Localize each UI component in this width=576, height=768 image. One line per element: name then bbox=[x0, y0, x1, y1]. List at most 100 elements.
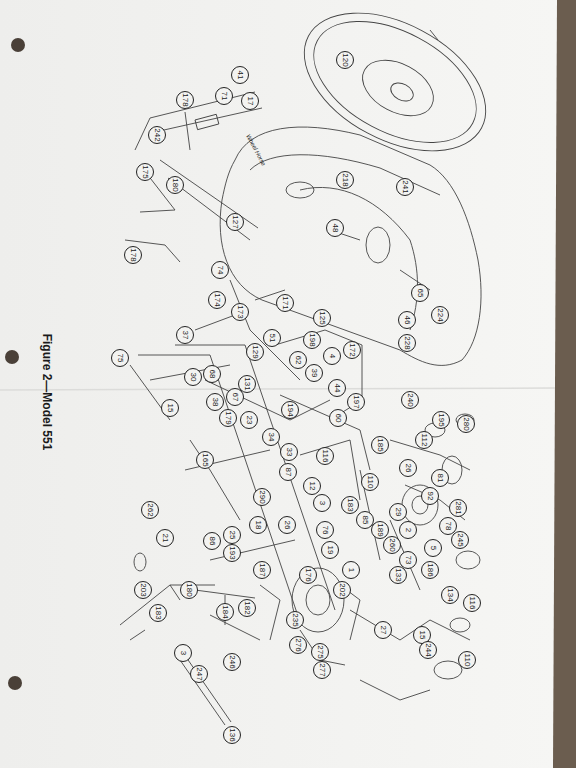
callout-number: 87 bbox=[279, 463, 297, 481]
callout-number: 12 bbox=[303, 477, 321, 495]
callout-number: 3 bbox=[313, 494, 331, 512]
callout-number: 4 bbox=[323, 347, 341, 365]
callout-number: 15 bbox=[161, 399, 179, 417]
callout-number: 183 bbox=[341, 496, 359, 514]
callout-number: 74 bbox=[211, 261, 229, 279]
tractor-drawing bbox=[120, 0, 509, 725]
callout-number: 178 bbox=[176, 91, 194, 109]
callout-number: 3 bbox=[174, 644, 192, 662]
callout-number: 23 bbox=[240, 411, 258, 429]
callout-number: 182 bbox=[238, 599, 256, 617]
callout-number: 30 bbox=[184, 368, 202, 386]
callout-number: 194 bbox=[281, 401, 299, 419]
callout-number: 198 bbox=[303, 331, 321, 349]
callout-number: 184 bbox=[216, 603, 234, 621]
callout-number: 244 bbox=[419, 641, 437, 659]
callout-number: 180 bbox=[166, 176, 184, 194]
callout-number: 18 bbox=[249, 516, 267, 534]
callout-number: 203 bbox=[134, 581, 152, 599]
callout-number: 116 bbox=[316, 447, 334, 465]
callout-number: 228 bbox=[398, 334, 416, 352]
callout-number: 116 bbox=[463, 594, 481, 612]
callout-number: 133 bbox=[389, 566, 407, 584]
callout-number: 92 bbox=[421, 487, 439, 505]
callout-number: 81 bbox=[431, 469, 449, 487]
callout-number: 224 bbox=[431, 306, 449, 324]
callout-number: 86 bbox=[203, 532, 221, 550]
callout-number: 134 bbox=[441, 586, 459, 604]
callout-number: 176 bbox=[299, 566, 317, 584]
callout-number: 19 bbox=[321, 541, 339, 559]
callout-number: 276 bbox=[289, 636, 307, 654]
callout-number: 25 bbox=[223, 526, 241, 544]
callout-number: 187 bbox=[253, 561, 271, 579]
callout-number: 189 bbox=[371, 521, 389, 539]
callout-number: 262 bbox=[141, 501, 159, 519]
fold-crease bbox=[0, 388, 555, 390]
callout-number: 186 bbox=[421, 561, 439, 579]
callout-number: 185 bbox=[371, 436, 389, 454]
callout-number: 125 bbox=[313, 309, 331, 327]
callout-number: 260 bbox=[383, 536, 401, 554]
callout-number: 197 bbox=[347, 393, 365, 411]
callout-number: 174 bbox=[208, 291, 226, 309]
callout-number: 37 bbox=[176, 326, 194, 344]
callout-number: 247 bbox=[190, 665, 208, 683]
callout-number: 41 bbox=[231, 66, 249, 84]
callout-number: 29 bbox=[389, 503, 407, 521]
callout-number: 60 bbox=[329, 409, 347, 427]
callout-number: 195 bbox=[432, 411, 450, 429]
callout-number: 290 bbox=[253, 488, 271, 506]
callout-number: 76 bbox=[316, 521, 334, 539]
callout-number: 26 bbox=[278, 516, 296, 534]
callout-number: 281 bbox=[449, 499, 467, 517]
callout-number: 178 bbox=[124, 246, 142, 264]
callout-number: 71 bbox=[215, 87, 233, 105]
callout-number: 275 bbox=[311, 643, 329, 661]
callout-number: 246 bbox=[223, 653, 241, 671]
callout-number: 110 bbox=[361, 473, 379, 491]
callout-number: 280 bbox=[457, 415, 475, 433]
callout-number: 241 bbox=[396, 178, 414, 196]
callout-number: 180 bbox=[180, 581, 198, 599]
callout-number: 112 bbox=[415, 431, 433, 449]
callout-number: 68 bbox=[203, 365, 221, 383]
callout-number: 39 bbox=[305, 364, 323, 382]
figure-caption: Figure 2—Model 551 bbox=[41, 334, 53, 451]
callout-number: 127 bbox=[226, 213, 244, 231]
callout-number: 21 bbox=[156, 529, 174, 547]
callout-number: 26 bbox=[399, 459, 417, 477]
callout-number: 2 bbox=[399, 521, 417, 539]
callout-number: 136 bbox=[223, 726, 241, 744]
callout-number: 175 bbox=[136, 163, 154, 181]
callout-number: 62 bbox=[289, 351, 307, 369]
callout-number: 235 bbox=[286, 611, 304, 629]
callout-number: 277 bbox=[313, 661, 331, 679]
callout-number: 46 bbox=[398, 311, 416, 329]
callout-number: 171 bbox=[276, 294, 294, 312]
callout-number: 240 bbox=[401, 391, 419, 409]
callout-number: 17 bbox=[241, 92, 259, 110]
callout-number: 5 bbox=[424, 539, 442, 557]
punch-hole bbox=[5, 350, 19, 364]
callout-number: 67 bbox=[226, 388, 244, 406]
callout-number: 165 bbox=[196, 451, 214, 469]
callout-number: 193 bbox=[223, 544, 241, 562]
callout-number: 33 bbox=[280, 443, 298, 461]
callout-number: 202 bbox=[333, 581, 351, 599]
callout-number: 75 bbox=[111, 349, 129, 367]
paper-sheet bbox=[0, 0, 557, 768]
callout-number: 245 bbox=[451, 531, 469, 549]
punch-hole bbox=[8, 676, 22, 690]
callout-number: 110 bbox=[458, 651, 476, 669]
callout-number: 51 bbox=[263, 329, 281, 347]
callout-number: 242 bbox=[148, 126, 166, 144]
callout-number: 218 bbox=[336, 171, 354, 189]
callout-number: 38 bbox=[206, 393, 224, 411]
callout-number: 34 bbox=[262, 428, 280, 446]
callout-number: 120 bbox=[336, 51, 354, 69]
punch-hole bbox=[11, 38, 25, 52]
callout-number: 173 bbox=[231, 303, 249, 321]
callout-number: 44 bbox=[328, 379, 346, 397]
